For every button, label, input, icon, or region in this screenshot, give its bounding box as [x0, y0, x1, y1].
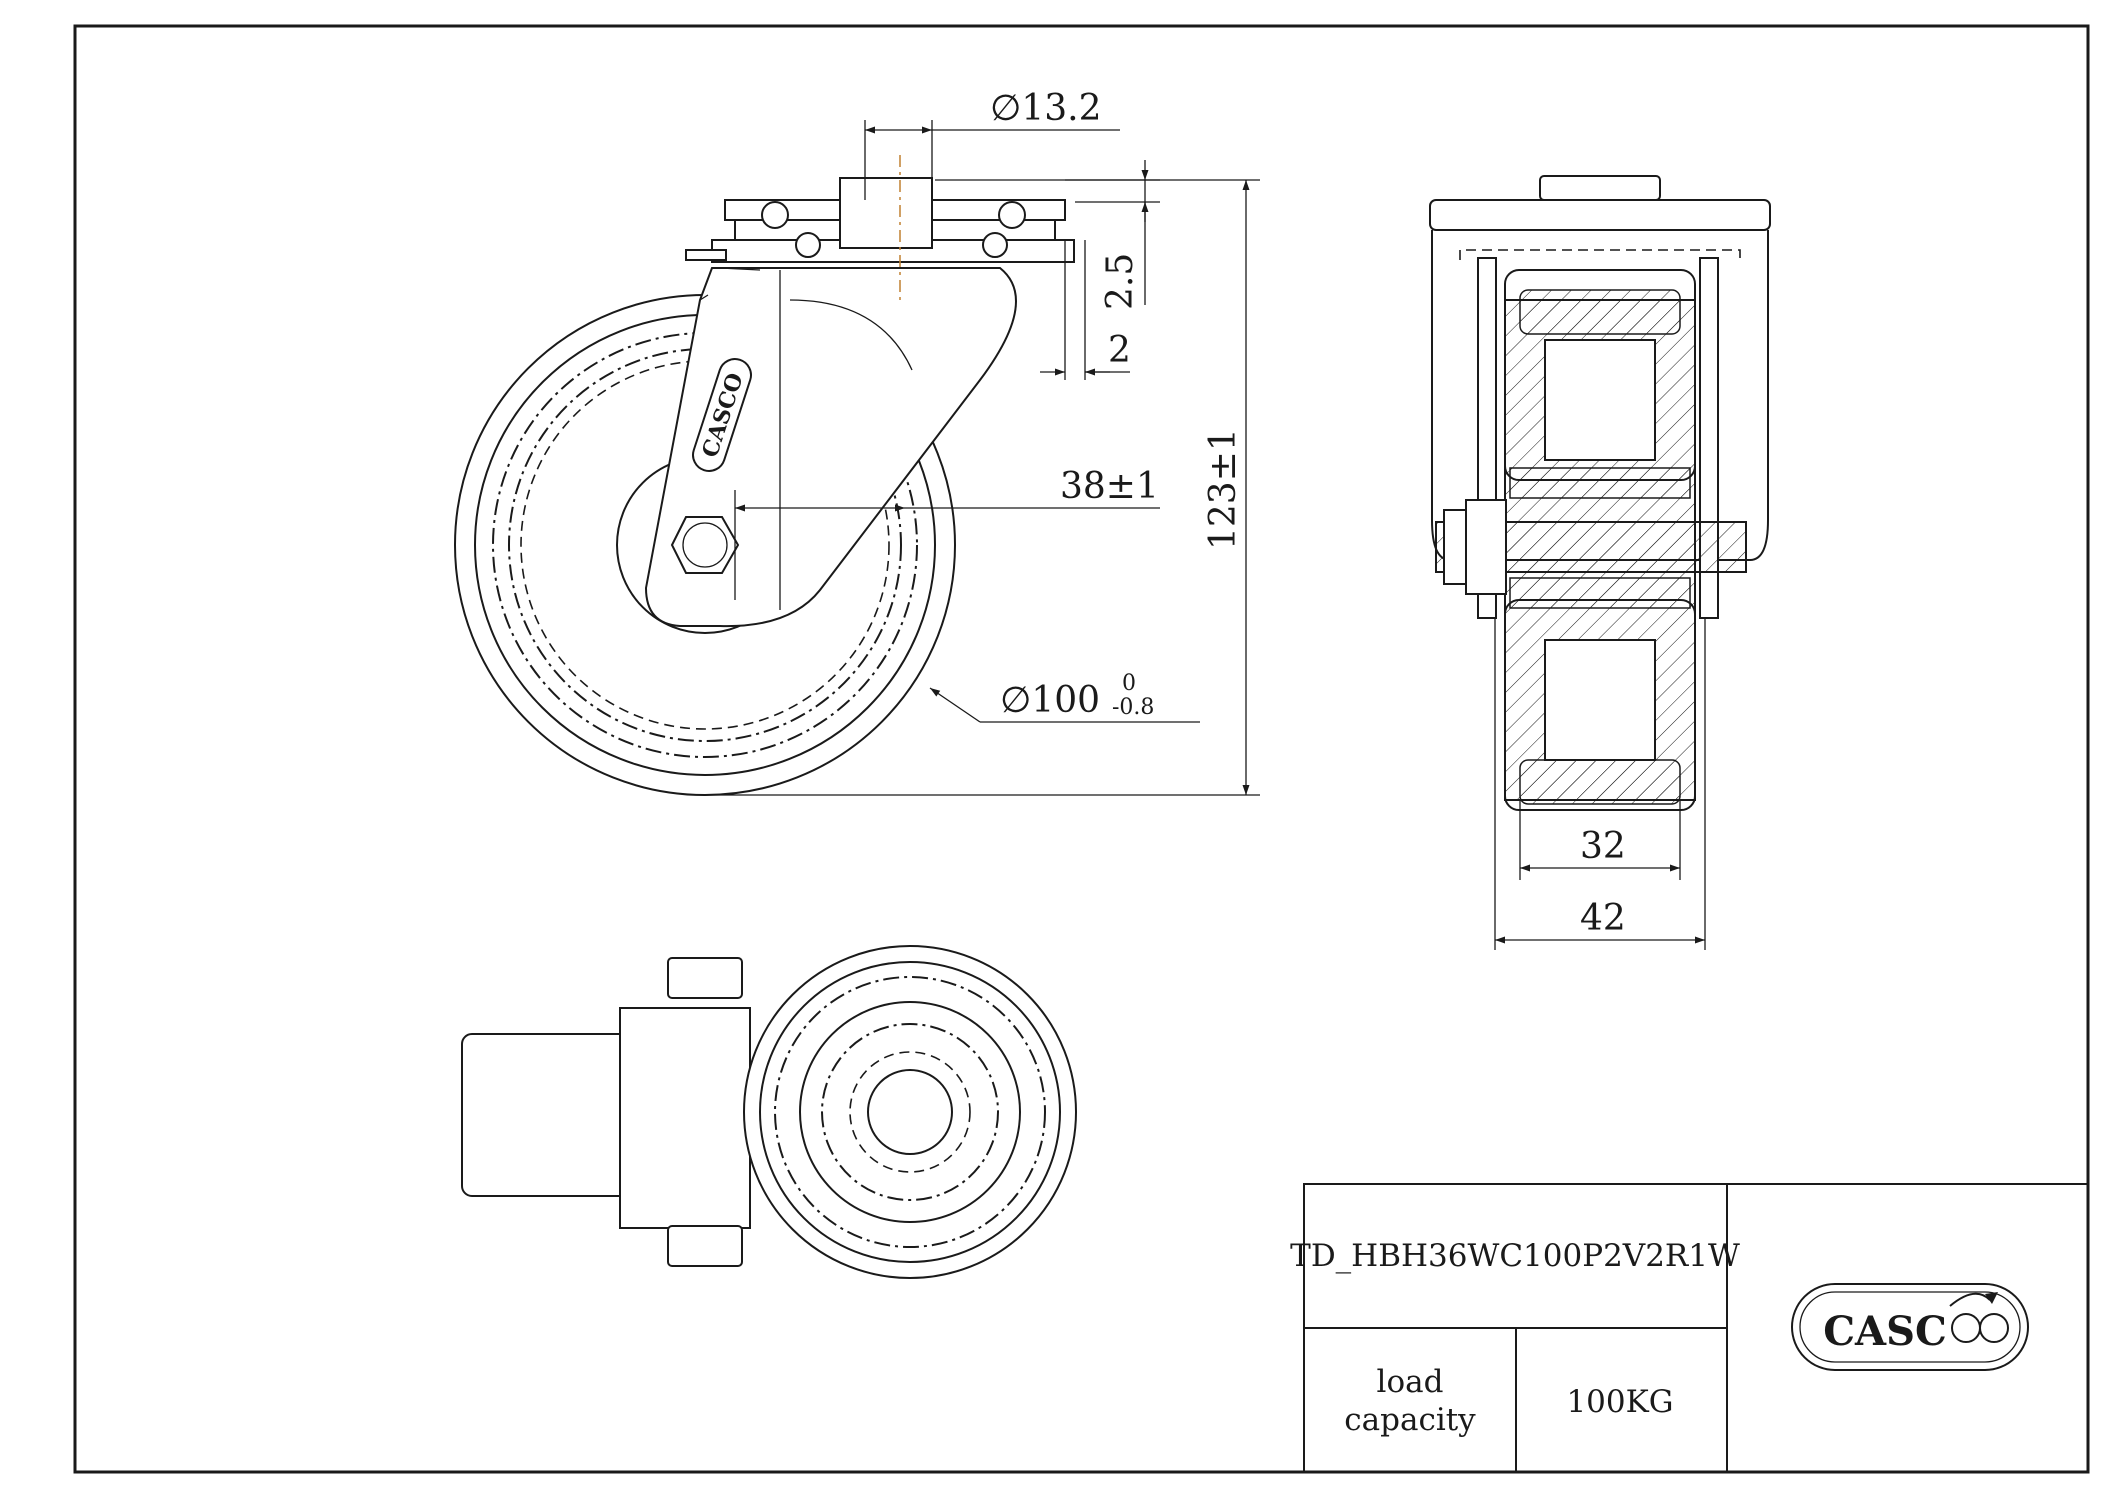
top-nut-upper	[667, 957, 743, 999]
front-stem-cap	[1539, 175, 1661, 201]
brake-lever	[685, 249, 727, 261]
dim-wheel-tol-upper: 0	[1122, 671, 1136, 696]
dim-plate-thickness: 2.5	[1100, 253, 1141, 310]
front-tread-bottom	[1519, 759, 1681, 805]
fork-leg-inner	[699, 270, 781, 610]
top-wheel-outer	[743, 945, 1077, 1279]
front-axle-nut	[1465, 499, 1507, 595]
bearing-ball-4	[982, 232, 1008, 258]
drawing-border	[73, 24, 2090, 1474]
front-view: 32 42	[1429, 175, 1771, 950]
front-axle-head	[1443, 509, 1467, 585]
top-nut-lower	[667, 1225, 743, 1267]
top-wheel-axle	[867, 1069, 953, 1155]
wheel-swoosh-icon	[1949, 1292, 2009, 1343]
dim-wheel-tol-lower: -0.8	[1112, 695, 1154, 720]
fork-arc	[789, 299, 913, 371]
fork-bend-line	[719, 267, 761, 271]
front-tread-top	[1519, 289, 1681, 335]
top-wheel-hub	[799, 1001, 1021, 1223]
dim-leader-wheel	[929, 687, 981, 723]
dim-swivel-offset: 38±1	[1060, 466, 1159, 507]
axle-bolt	[682, 522, 728, 568]
dim-total-height: 123±1	[1203, 428, 1244, 550]
top-fork-body	[619, 1007, 751, 1229]
dim-offset-small: 2	[1108, 330, 1131, 371]
wheel-hidden-ring	[508, 348, 902, 742]
dim-stem-diameter: ∅13.2	[990, 88, 1102, 129]
top-wheel-bore	[849, 1051, 971, 1173]
fork-badge: CASCO	[692, 358, 752, 472]
side-view: CASCO ∅13.2 2.5 2	[454, 88, 1260, 796]
front-hub-upper	[1544, 339, 1656, 461]
front-fork-hidden	[1459, 249, 1741, 260]
front-bearing-upper	[1509, 467, 1691, 499]
model-code: TD_HBH36WC100P2V2R1W	[1290, 1238, 1740, 1274]
bearing-ball-2	[795, 232, 821, 258]
front-top-plate	[1429, 199, 1771, 231]
load-label-line1: load	[1377, 1364, 1444, 1400]
top-wheel-tread	[759, 961, 1061, 1263]
front-hub-lower	[1544, 639, 1656, 761]
top-wheel-hidden	[774, 976, 1046, 1248]
title-block: TD_HBH36WC100P2V2R1W load capacity 100KG…	[1290, 1183, 2089, 1473]
load-value: 100KG	[1566, 1384, 1673, 1420]
bearing-ball-1	[761, 201, 789, 229]
dim-fork-width: 42	[1580, 898, 1626, 939]
fork-leg	[644, 267, 1017, 628]
front-bearing-lower	[1509, 577, 1691, 609]
logo-text: CASC	[1823, 1308, 1947, 1355]
stem-boss	[839, 177, 933, 249]
top-view	[461, 945, 1077, 1279]
dim-wheel-diameter: ∅100	[1000, 680, 1100, 721]
dim-tread-width: 32	[1580, 826, 1626, 867]
bearing-ball-3	[998, 201, 1026, 229]
top-wheel-hub-hidden	[821, 1023, 999, 1201]
load-label-line2: capacity	[1344, 1402, 1476, 1438]
company-logo: CASC	[1791, 1283, 2029, 1371]
